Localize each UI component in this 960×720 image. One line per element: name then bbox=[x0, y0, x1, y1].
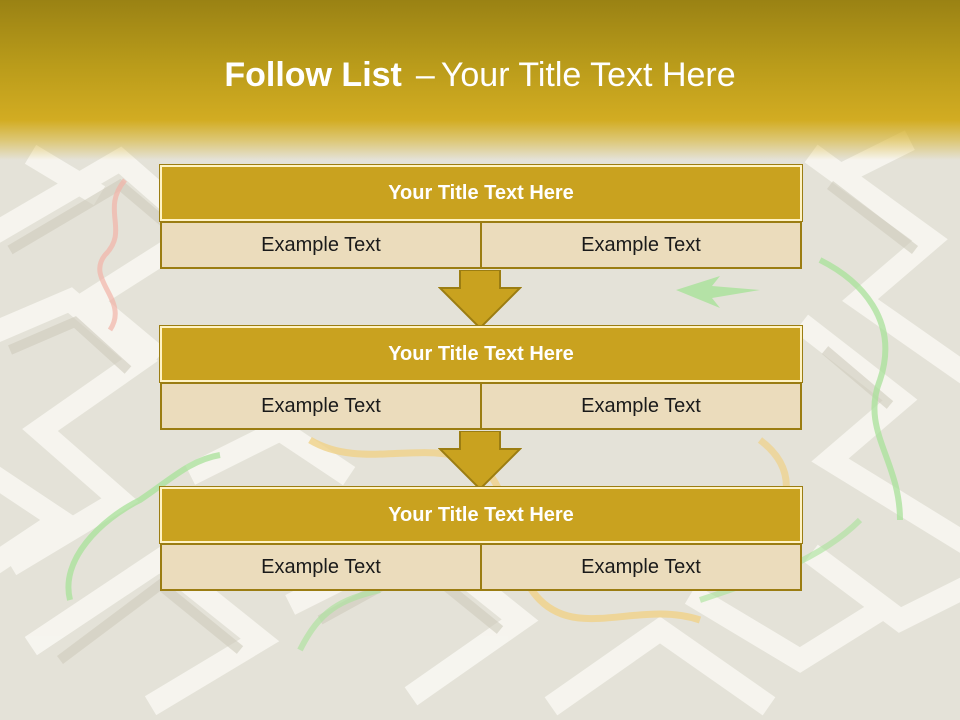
list-block-3: Your Title Text Here Example Text Exampl… bbox=[159, 486, 803, 591]
block-title: Your Title Text Here bbox=[159, 486, 803, 544]
title-bar bbox=[0, 0, 960, 160]
list-block-1: Your Title Text Here Example Text Exampl… bbox=[159, 164, 803, 269]
block-row: Example Text Example Text bbox=[160, 382, 802, 430]
slide-title: Follow List–Your Title Text Here bbox=[0, 52, 960, 98]
block-row: Example Text Example Text bbox=[160, 221, 802, 269]
block-cell-left: Example Text bbox=[160, 221, 482, 269]
down-arrow-icon bbox=[438, 431, 522, 491]
title-text: Your Title Text Here bbox=[440, 56, 736, 94]
title-bold-text: Follow List bbox=[224, 56, 402, 94]
block-cell-left: Example Text bbox=[160, 382, 482, 430]
block-row: Example Text Example Text bbox=[160, 543, 802, 591]
block-title: Your Title Text Here bbox=[159, 164, 803, 222]
block-cell-right: Example Text bbox=[482, 221, 802, 269]
title-separator: – bbox=[415, 56, 435, 94]
block-cell-right: Example Text bbox=[482, 382, 802, 430]
down-arrow-icon bbox=[438, 270, 522, 330]
block-title: Your Title Text Here bbox=[159, 325, 803, 383]
block-cell-left: Example Text bbox=[160, 543, 482, 591]
block-cell-right: Example Text bbox=[482, 543, 802, 591]
list-block-2: Your Title Text Here Example Text Exampl… bbox=[159, 325, 803, 430]
